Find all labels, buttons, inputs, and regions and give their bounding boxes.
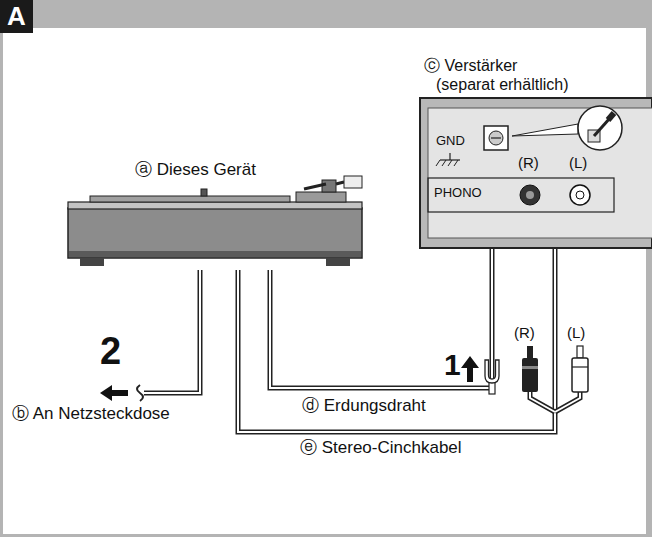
turntable-drawing (90, 196, 290, 202)
rca-plug (522, 366, 538, 369)
turntable-drawing (201, 189, 207, 196)
power-cord (144, 270, 200, 393)
cable (238, 248, 555, 432)
step-arrow (461, 356, 479, 382)
amplifier-panel-drawing (608, 113, 614, 120)
turntable-drawing (304, 184, 326, 189)
cable (270, 248, 492, 388)
power-cord (137, 385, 143, 401)
page-frame (646, 0, 652, 537)
rca-plug (572, 358, 588, 392)
turntable-drawing (336, 182, 344, 184)
rca-plug (522, 346, 538, 392)
amplifier-panel-drawing (489, 131, 503, 145)
cable (270, 248, 492, 388)
rca-plug (572, 366, 588, 367)
amplifier-panel-drawing (520, 185, 540, 205)
step-number: 2 (100, 330, 121, 374)
cinch-split (555, 392, 580, 412)
turntable-drawing (322, 180, 336, 192)
amplifier-panel-drawing (484, 126, 508, 150)
turntable-drawing (80, 258, 104, 266)
turntable-drawing (296, 192, 346, 202)
turntable-drawing (344, 176, 362, 188)
section-letter: A (0, 0, 33, 33)
amplifier-panel-drawing (512, 124, 578, 136)
page-frame (0, 534, 652, 537)
rca-plug (577, 346, 583, 358)
power-cord (144, 270, 200, 393)
input-label: PHONO (434, 186, 482, 201)
amplifier-panel-drawing (448, 160, 452, 166)
device-label: ⓐ Dieses Gerät (135, 160, 256, 180)
amplifier-panel-drawing (449, 153, 450, 160)
page-frame (0, 0, 3, 537)
turntable: ⓐ Dieses Gerät (60, 158, 370, 270)
channel-label: (R) (514, 324, 535, 341)
terminal-label: GND (436, 134, 465, 149)
rca-plug (572, 346, 588, 392)
part-label: ⓑ An Netzsteckdose (12, 404, 170, 424)
amplifier-panel-drawing (436, 160, 440, 166)
power-cord (137, 270, 200, 401)
amplifier-panel-drawing (570, 185, 590, 205)
cinch-split (555, 392, 580, 412)
cable-label: ⓔ Stereo-Cinchkabel (298, 438, 464, 458)
cable (238, 248, 555, 432)
amplifier-panel-drawing (491, 137, 501, 138)
step-arrow (100, 385, 128, 401)
amplifier-panel-drawing (428, 178, 614, 212)
turntable-drawing (68, 208, 362, 258)
rca-plug (527, 346, 533, 358)
amplifier-panel-drawing (442, 160, 446, 166)
channel-label: (L) (567, 324, 585, 341)
ground-lug (485, 360, 499, 383)
turntable-drawing (326, 258, 350, 266)
page-frame (0, 0, 652, 28)
amplifier-panel-drawing (578, 106, 622, 150)
rca-plug (522, 358, 538, 392)
turntable-drawing (68, 202, 362, 209)
cinch-split (530, 392, 580, 412)
amplifier-panel-drawing (454, 160, 458, 166)
channel-label: (L) (569, 154, 587, 171)
amplifier-panel-drawing (420, 98, 652, 248)
cinch-split (530, 392, 555, 412)
cable (238, 248, 555, 432)
device-label: ⓒ Verstärker (separat erhältlich) (424, 57, 576, 94)
page-frame (0, 0, 33, 33)
cinch-split (530, 392, 555, 412)
amplifier-panel-drawing (526, 191, 534, 199)
cable (270, 248, 492, 388)
step-number: 1 (444, 348, 461, 383)
amplifier-panel-drawing (576, 191, 584, 199)
ground-lug (485, 360, 499, 394)
cable-label: ⓓ Erdungsdraht (300, 396, 428, 416)
amplifier-panel-drawing (440, 159, 460, 160)
amplifier-panel: ⓒ Verstärker (separat erhältlich)GND(R)(… (420, 98, 652, 248)
amplifier-panel-drawing (594, 118, 610, 136)
turntable-drawing (69, 251, 361, 257)
channel-label: (R) (518, 154, 539, 171)
